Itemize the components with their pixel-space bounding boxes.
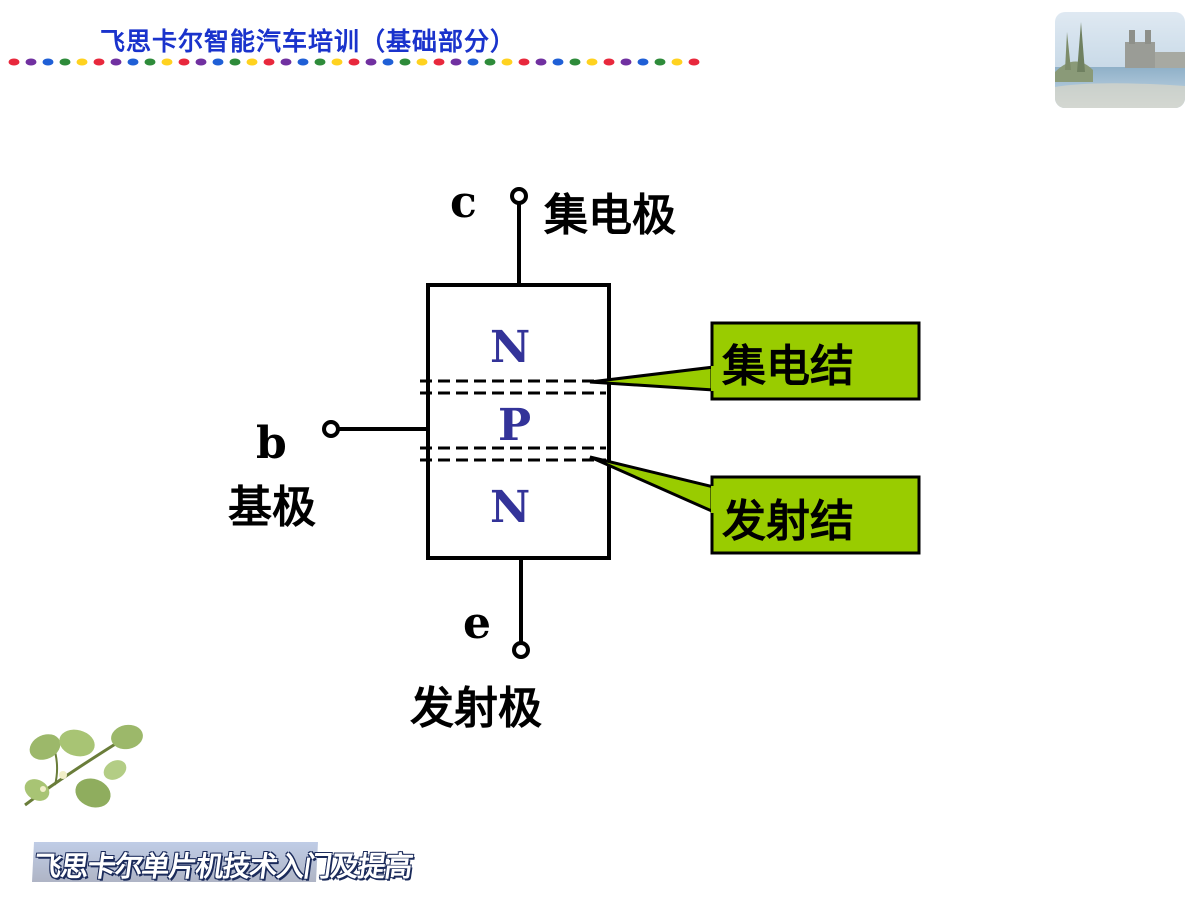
- decorative-dot: [688, 58, 700, 66]
- slide-title: 飞思卡尔智能汽车培训（基础部分）: [100, 27, 517, 56]
- decorative-dot: [229, 58, 241, 66]
- decorative-dot: [501, 58, 513, 66]
- transistor-body: [426, 283, 611, 560]
- emitter-label: 发射极: [410, 683, 542, 734]
- decorative-dot: [603, 58, 615, 66]
- decorative-dot: [637, 58, 649, 66]
- decorative-dot: [552, 58, 564, 66]
- decorative-dot: [365, 58, 377, 66]
- decorative-dot: [348, 58, 360, 66]
- decorative-dot: [416, 58, 428, 66]
- base-terminal: [322, 420, 340, 438]
- decorative-dot-line: [8, 58, 700, 66]
- decorative-dot: [161, 58, 173, 66]
- decorative-dot: [8, 58, 20, 66]
- collector-terminal: [510, 187, 528, 205]
- decorative-dot: [76, 58, 88, 66]
- decorative-dot: [654, 58, 666, 66]
- footer-banner-background: [32, 842, 318, 882]
- decorative-dot: [212, 58, 224, 66]
- river-landscape-photo: [1055, 12, 1185, 108]
- collector-junction-callout: [710, 321, 921, 401]
- decorative-dot: [331, 58, 343, 66]
- region-emitter-n: N: [490, 482, 530, 533]
- base-label: 基极: [228, 482, 316, 533]
- decorative-dot: [518, 58, 530, 66]
- collector-junction-label: 集电结: [721, 341, 854, 392]
- emitter-letter: e: [463, 598, 491, 649]
- decorative-dot: [671, 58, 683, 66]
- region-collector-n: N: [490, 322, 530, 373]
- decorative-dot: [382, 58, 394, 66]
- decorative-dot: [42, 58, 54, 66]
- decorative-dot: [620, 58, 632, 66]
- region-base-p: P: [498, 400, 531, 451]
- decorative-dot: [127, 58, 139, 66]
- decorative-dot: [535, 58, 547, 66]
- decorative-dot: [467, 58, 479, 66]
- decorative-dot: [280, 58, 292, 66]
- decorative-dot: [399, 58, 411, 66]
- decorative-dot: [246, 58, 258, 66]
- decorative-dot: [195, 58, 207, 66]
- decorative-dot: [178, 58, 190, 66]
- emitter-junction-callout: [710, 475, 921, 555]
- collector-label: 集电极: [543, 190, 676, 241]
- decorative-dot: [484, 58, 496, 66]
- decorative-dot: [59, 58, 71, 66]
- decorative-dot: [433, 58, 445, 66]
- emitter-terminal: [512, 641, 530, 659]
- decorative-dot: [569, 58, 581, 66]
- footer-banner: 飞思卡尔单片机技术入门及提高: [31, 850, 415, 883]
- emitter-junction-label: 发射结: [722, 496, 854, 547]
- decorative-dot: [450, 58, 462, 66]
- collector-letter: c: [450, 177, 477, 228]
- decorative-dot: [314, 58, 326, 66]
- decorative-dot: [144, 58, 156, 66]
- decorative-dot: [93, 58, 105, 66]
- leafy-branch-illustration: [24, 724, 143, 808]
- decorative-dot: [586, 58, 598, 66]
- decorative-dot: [297, 58, 309, 66]
- base-letter: b: [256, 418, 287, 469]
- decorative-dot: [263, 58, 275, 66]
- decorative-dot: [25, 58, 37, 66]
- decorative-dot: [110, 58, 122, 66]
